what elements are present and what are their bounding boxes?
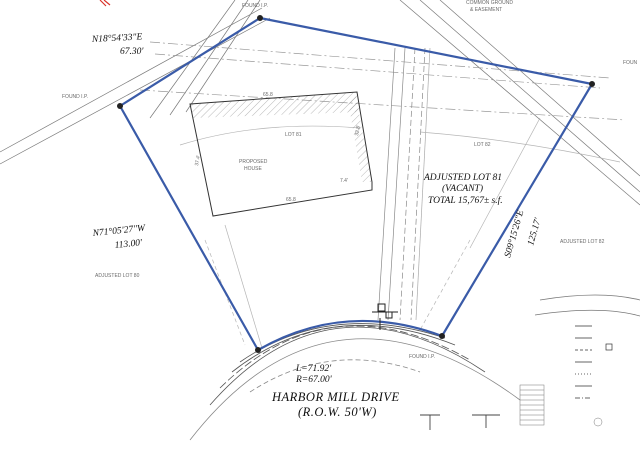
- right-of-way: (R.O.W. 50'W): [298, 405, 377, 419]
- road-arcs: [189, 294, 640, 441]
- house-hatch-top: [190, 92, 359, 118]
- pin-bottom-right: [439, 333, 445, 339]
- red-mark: [99, 0, 111, 7]
- distance-w: 113.00': [114, 238, 143, 251]
- dim-step: 7.4': [340, 178, 348, 184]
- distance-e: 125.17': [526, 216, 544, 247]
- proposed-label: PROPOSED: [239, 159, 268, 165]
- lot-status: (VACANT): [442, 183, 483, 194]
- bearing-w: N71°05'27"W: [91, 222, 147, 239]
- lot-81-inner: LOT 81: [285, 132, 302, 138]
- found-ip-left: FOUND I.P.: [62, 94, 88, 100]
- house-footprint: [189, 91, 373, 217]
- lot-80-label: ADJUSTED LOT 80: [95, 273, 140, 279]
- distance-ne: 67.30': [120, 47, 144, 57]
- found-ip-top: FOUND I.P.: [242, 3, 268, 9]
- lot-82-inner: LOT 82: [474, 142, 491, 148]
- dim-right: 32.8': [354, 125, 362, 137]
- pin-left: [117, 103, 123, 109]
- common-ground: COMMON GROUND: [466, 0, 513, 6]
- lot-boundary: [118, 16, 594, 352]
- legend-table: [519, 384, 603, 427]
- pin-bottom-left: [255, 347, 261, 353]
- lot-divider-arcs: [179, 117, 621, 349]
- easement-note: & EASEMENT: [470, 7, 502, 13]
- curve-radius: R=67.00': [295, 375, 333, 385]
- dim-top: 65.8: [263, 92, 273, 98]
- background-lines: [0, 0, 640, 321]
- dim-bottom: 65.8: [286, 197, 296, 203]
- legend-list: [575, 325, 613, 399]
- dim-left: 37.4': [194, 155, 202, 167]
- corner-pins: [117, 15, 595, 353]
- section-markers: [420, 414, 500, 430]
- bearing-ne: N18°54'33"E: [91, 31, 143, 45]
- utility-markers: [372, 303, 398, 330]
- house-hatch-side: [348, 92, 372, 182]
- found-right: FOUN: [623, 60, 638, 66]
- street-name: HARBOR MILL DRIVE: [271, 390, 400, 404]
- bearing-e: S09°15'26"E: [502, 209, 526, 259]
- lot-title: ADJUSTED LOT 81: [423, 173, 502, 183]
- pin-right: [589, 81, 595, 87]
- pin-top: [257, 15, 263, 21]
- lot-82-label: ADJUSTED LOT 82: [560, 239, 605, 245]
- lot-total: TOTAL 15,767± s.f.: [428, 195, 503, 206]
- found-ip-bottom: FOUND I.P.: [409, 354, 435, 360]
- house-label: HOUSE: [244, 166, 262, 172]
- curve-length: L=71.92': [295, 364, 332, 374]
